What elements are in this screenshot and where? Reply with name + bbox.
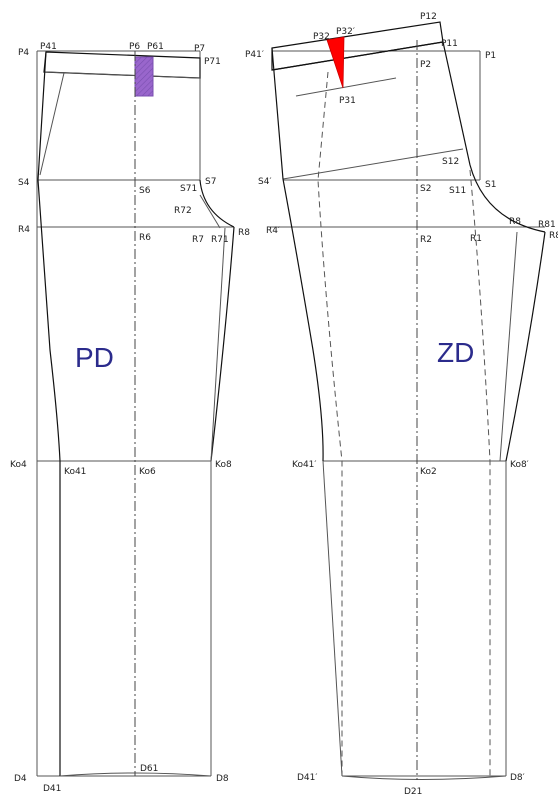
back-red-dart bbox=[326, 36, 345, 89]
front-pocket-line bbox=[39, 72, 65, 176]
back-label-ko41-prime: Ko41′ bbox=[292, 460, 316, 470]
back-right-dashed-stitch bbox=[469, 169, 491, 776]
front-label-p7: P7 bbox=[194, 44, 205, 54]
back-label-r-edge: R8 bbox=[549, 231, 558, 241]
back-dart-guide bbox=[295, 77, 397, 97]
front-inseam bbox=[210, 226, 235, 462]
front-label-p4: P4 bbox=[18, 48, 29, 58]
back-piece-title: ZD bbox=[437, 337, 474, 368]
back-label-r2: R2 bbox=[420, 235, 432, 245]
front-label-s7: S7 bbox=[205, 177, 216, 187]
front-label-r8: R8 bbox=[238, 228, 250, 238]
front-label-r4: R4 bbox=[18, 225, 30, 235]
front-label-p6: P6 bbox=[129, 42, 140, 52]
back-label-d21: D21 bbox=[404, 787, 422, 795]
back-label-p12: P12 bbox=[420, 12, 437, 22]
back-label-d41-prime: D41′ bbox=[297, 773, 317, 783]
front-label-r72: R72 bbox=[174, 206, 192, 216]
front-label-d61: D61 bbox=[140, 764, 158, 774]
front-piece: P4 P41 P6 P61 P7 P71 S4 S6 S71 S7 R72 R4… bbox=[10, 42, 250, 794]
front-pocket-marker bbox=[134, 56, 154, 97]
back-label-p1: P1 bbox=[485, 51, 496, 61]
front-label-s4: S4 bbox=[18, 178, 30, 188]
back-label-r4-prime: R4′ bbox=[266, 226, 280, 236]
front-label-p41: P41 bbox=[40, 42, 57, 52]
back-piece: P12 P32 P32′ P41′ P11 P1 P2 P31 S12 S4′ … bbox=[245, 12, 558, 795]
back-label-s4-prime: S4′ bbox=[258, 177, 271, 187]
front-label-r71: R71 bbox=[211, 235, 229, 245]
back-label-p31: P31 bbox=[339, 96, 356, 106]
front-label-r6: R6 bbox=[139, 233, 151, 243]
back-s12-line bbox=[282, 148, 464, 180]
back-label-s1: S1 bbox=[485, 180, 496, 190]
front-label-ko8: Ko8 bbox=[215, 460, 232, 470]
front-crotch-curve bbox=[199, 179, 235, 228]
back-waist-line bbox=[271, 41, 444, 71]
front-label-p71: P71 bbox=[204, 57, 221, 67]
back-label-p2: P2 bbox=[420, 60, 431, 70]
front-label-r7: R7 bbox=[192, 235, 204, 245]
back-label-r8: R8 bbox=[509, 217, 521, 227]
front-label-ko6: Ko6 bbox=[139, 467, 156, 477]
front-side-seam bbox=[37, 51, 61, 776]
front-piece-title: PD bbox=[75, 342, 114, 373]
back-label-s2: S2 bbox=[420, 184, 431, 194]
back-inseam-guide bbox=[499, 231, 518, 462]
back-label-p41-prime: P41′ bbox=[245, 50, 264, 60]
back-inseam bbox=[505, 231, 546, 462]
front-label-d41: D41 bbox=[43, 784, 61, 794]
back-center-seam bbox=[442, 41, 546, 233]
back-label-s12: S12 bbox=[442, 157, 459, 167]
front-label-s6: S6 bbox=[139, 186, 151, 196]
back-label-r81: R81 bbox=[538, 220, 556, 230]
back-label-d8-prime: D8′ bbox=[510, 773, 525, 783]
back-hem-curve bbox=[341, 775, 507, 780]
front-label-ko41: Ko41 bbox=[64, 467, 86, 477]
back-side-seam bbox=[271, 47, 324, 462]
front-waistband-bottom bbox=[43, 71, 201, 79]
front-r72-guide bbox=[199, 194, 221, 229]
front-r71-guide bbox=[210, 227, 226, 462]
front-label-d8: D8 bbox=[216, 774, 229, 784]
front-label-s71: S71 bbox=[180, 184, 197, 194]
front-label-d4: D4 bbox=[14, 774, 27, 784]
back-left-leg-line bbox=[322, 460, 343, 777]
back-label-ko8-prime: Ko8′ bbox=[510, 460, 529, 470]
front-label-p61: P61 bbox=[147, 42, 164, 52]
back-label-p32-prime: P32′ bbox=[336, 27, 355, 37]
front-label-ko4: Ko4 bbox=[10, 460, 27, 470]
back-label-p11: P11 bbox=[441, 39, 458, 49]
back-label-p32: P32 bbox=[313, 32, 330, 42]
back-label-r1: R1 bbox=[470, 234, 482, 244]
front-waistband-outline bbox=[43, 51, 201, 79]
back-left-dashed-stitch bbox=[317, 71, 343, 776]
back-label-s11: S11 bbox=[449, 186, 466, 196]
back-label-ko2: Ko2 bbox=[420, 467, 437, 477]
